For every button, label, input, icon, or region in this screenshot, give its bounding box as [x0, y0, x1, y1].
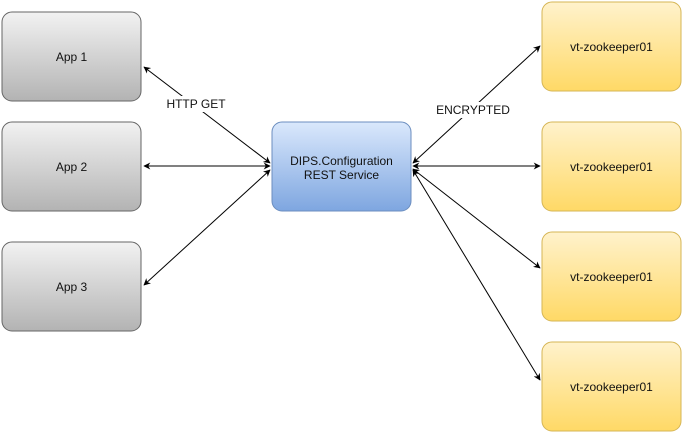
edge-label-right-bg [432, 102, 514, 118]
zookeeper-node-4[interactable]: vt-zookeeper01 [541, 341, 682, 432]
edge-label-left-bg [163, 96, 229, 112]
app-node-label: App 1 [56, 50, 88, 64]
zookeeper-node-3[interactable]: vt-zookeeper01 [541, 231, 682, 322]
edges [143, 45, 541, 381]
zookeeper-node-1[interactable]: vt-zookeeper01 [541, 1, 682, 92]
zookeeper-node-label: vt-zookeeper01 [570, 380, 653, 394]
app-node-2[interactable]: App 2 [1, 121, 142, 212]
zookeeper-node-label: vt-zookeeper01 [570, 40, 653, 54]
edge-service-zk4 [412, 169, 541, 381]
app-node-1[interactable]: App 1 [1, 11, 142, 102]
edge-app1-service [143, 66, 271, 164]
edge-label-encrypted: ENCRYPTED [436, 103, 510, 117]
app-node-3[interactable]: App 3 [1, 241, 142, 332]
service-node-title: DIPS.Configuration [290, 154, 393, 168]
service-node-subtitle: REST Service [304, 168, 379, 182]
edge-label-http-get: HTTP GET [166, 97, 226, 111]
service-node[interactable]: DIPS.Configuration REST Service [271, 121, 412, 212]
app-node-label: App 2 [56, 160, 88, 174]
zookeeper-node-label: vt-zookeeper01 [570, 160, 653, 174]
edge-service-zk3 [412, 168, 541, 269]
edge-app3-service [143, 169, 271, 286]
zookeeper-node-2[interactable]: vt-zookeeper01 [541, 121, 682, 212]
app-node-label: App 3 [56, 280, 88, 294]
zookeeper-node-label: vt-zookeeper01 [570, 270, 653, 284]
